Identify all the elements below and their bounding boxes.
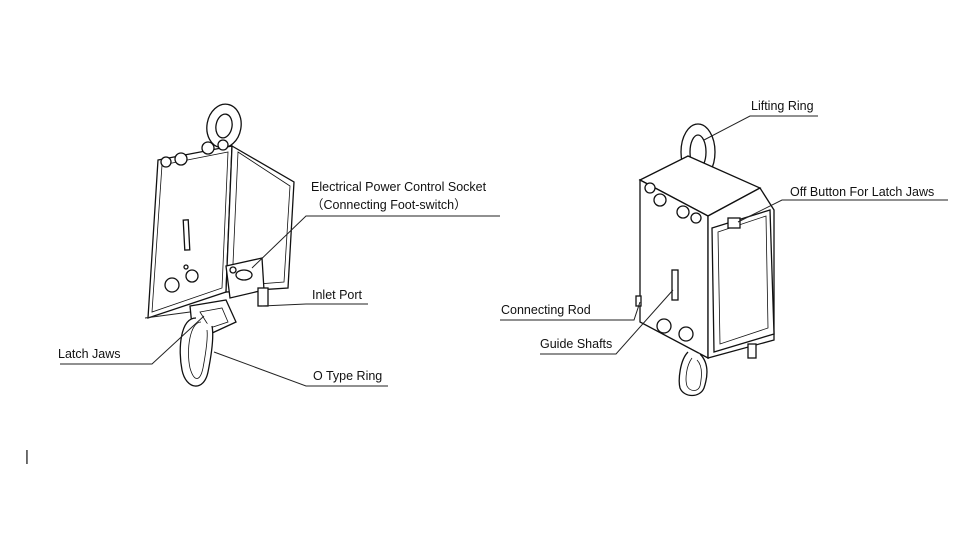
text-cursor-mark: | xyxy=(25,448,29,465)
label-latch-jaws: Latch Jaws xyxy=(58,347,121,361)
leader-lifting-ring xyxy=(703,115,818,141)
label-inlet-port: Inlet Port xyxy=(312,288,363,302)
label-power-socket-note: （Connecting Foot-switch） xyxy=(311,198,467,212)
left-slot xyxy=(182,219,191,251)
leader-power-socket xyxy=(251,215,500,269)
label-off-button: Off Button For Latch Jaws xyxy=(790,185,935,199)
left-side-housing xyxy=(225,144,295,293)
left-device-drawing xyxy=(144,103,295,387)
left-front-panel xyxy=(147,145,233,319)
leader-lines xyxy=(60,115,948,387)
label-lifting-ring: Lifting Ring xyxy=(751,99,814,113)
left-o-type-ring xyxy=(179,317,214,387)
label-connecting-rod: Connecting Rod xyxy=(501,303,591,317)
leader-latch-jaws xyxy=(60,315,205,365)
left-top-fitting-1 xyxy=(160,156,172,168)
left-bottom-fitting-1 xyxy=(164,277,180,293)
right-o-type-ring xyxy=(678,351,708,397)
label-power-socket: Electrical Power Control Socket xyxy=(311,180,487,194)
right-slot xyxy=(671,269,679,301)
right-off-button xyxy=(727,217,741,229)
leader-connecting-rod xyxy=(500,301,641,321)
leader-inlet-port xyxy=(261,303,368,307)
right-connecting-rod xyxy=(635,295,642,307)
leader-off-button xyxy=(737,199,948,223)
label-o-type-ring: O Type Ring xyxy=(313,369,383,383)
left-inlet-port xyxy=(257,287,269,307)
leader-guide-shafts xyxy=(540,289,674,355)
leader-o-type-ring xyxy=(213,351,388,387)
right-device-drawing xyxy=(635,123,775,397)
label-guide-shafts: Guide Shafts xyxy=(540,337,613,351)
